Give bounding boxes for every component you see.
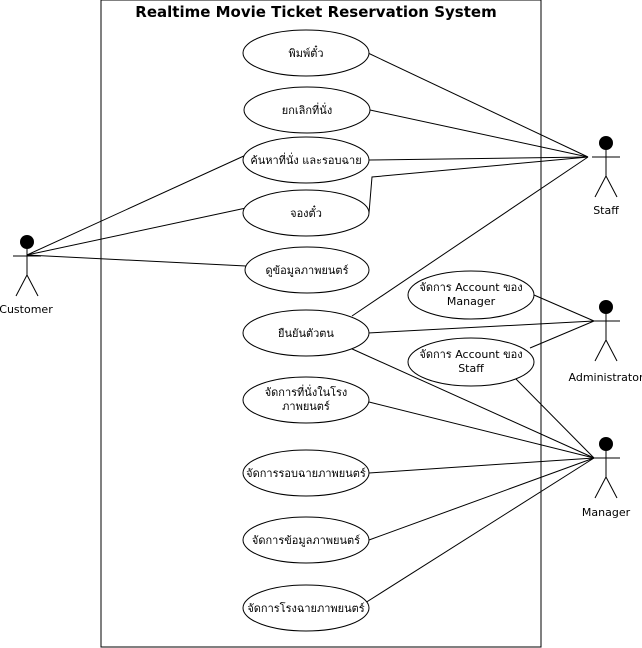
use-case-label-line1: จัดการ Account ของ — [419, 348, 522, 361]
actor-manager: Manager — [582, 437, 631, 519]
use-case-manage-showtimes: จัดการรอบฉายภาพยนตร์ — [242, 449, 370, 497]
assoc-manager-verify — [349, 347, 595, 459]
use-case-manage-theaters: จัดการโรงฉายภาพยนตร์ — [242, 584, 370, 632]
actor-label: Staff — [593, 204, 619, 217]
assoc-staff-book — [368, 156, 589, 214]
use-case-verify-identity: ยืนยันตัวตน — [242, 309, 370, 357]
use-case-label-line1: จัดการที่นั่งในโรง — [265, 384, 348, 399]
stick-figure-icon — [592, 136, 620, 198]
assoc-manager-showtimes — [368, 457, 595, 474]
use-case-label: ค้นหาที่นั่ง และรอบฉาย — [250, 152, 361, 167]
assoc-manager-movies — [368, 457, 595, 541]
actor-customer: Customer — [0, 235, 53, 316]
use-case-label: จัดการรอบฉายภาพยนตร์ — [246, 467, 366, 480]
use-case-label: จัดการโรงฉายภาพยนตร์ — [247, 601, 364, 615]
use-case-label: จองตั๋ว — [290, 204, 322, 220]
use-case-label: พิมพ์ตั๋ว — [288, 44, 323, 60]
assoc-staff-verify — [351, 156, 589, 317]
use-case-print-ticket: พิมพ์ตั๋ว — [242, 29, 370, 77]
use-case-manage-seats: จัดการที่นั่งในโรง ภาพยนตร์ — [242, 376, 370, 424]
use-case-search-seat: ค้นหาที่นั่ง และรอบฉาย — [242, 136, 370, 184]
use-case-label: ยกเลิกที่นั่ง — [282, 102, 332, 117]
use-case-manage-movies: จัดการข้อมูลภาพยนตร์ — [242, 516, 370, 564]
use-case-label: ดูข้อมูลภาพยนตร์ — [266, 264, 349, 277]
actor-administrator: Administrator — [569, 300, 642, 384]
actor-label: Customer — [0, 303, 53, 316]
actor-label: Manager — [582, 506, 631, 519]
use-case-view-movie: ดูข้อมูลภาพยนตร์ — [244, 246, 370, 294]
use-case-label-line2: Manager — [447, 295, 496, 308]
use-case-manage-staff-account: จัดการ Account ของ Staff — [407, 337, 535, 387]
assoc-manager-staff-account — [513, 376, 595, 459]
associations — [26, 52, 595, 604]
stick-figure-icon — [13, 235, 41, 297]
assoc-staff-search — [368, 156, 589, 161]
use-case-label-line2: Staff — [458, 362, 484, 375]
stick-figure-icon — [592, 437, 620, 499]
assoc-staff-print — [367, 52, 589, 158]
actor-label: Administrator — [569, 371, 642, 384]
assoc-manager-theaters — [364, 457, 595, 604]
stick-figure-icon — [592, 300, 620, 362]
assoc-admin-staff-account — [529, 320, 595, 349]
assoc-customer-book — [26, 207, 247, 256]
use-case-label-line2: ภาพยนตร์ — [282, 400, 330, 413]
use-case-book-ticket: จองตั๋ว — [242, 189, 370, 237]
assoc-staff-cancel — [369, 109, 589, 158]
assoc-customer-search — [26, 154, 247, 256]
use-case-label: ยืนยันตัวตน — [278, 327, 334, 340]
system-title: Realtime Movie Ticket Reservation System — [135, 3, 496, 21]
use-case-label: จัดการข้อมูลภาพยนตร์ — [252, 534, 360, 547]
assoc-admin-verify — [367, 320, 595, 334]
use-case-label-line1: จัดการ Account ของ — [419, 281, 522, 294]
assoc-manager-seats — [368, 401, 595, 459]
actor-staff: Staff — [592, 136, 620, 217]
assoc-admin-manager-account — [533, 294, 595, 322]
use-case-manage-manager-account: จัดการ Account ของ Manager — [407, 270, 535, 320]
use-case-cancel-seat: ยกเลิกที่นั่ง — [243, 86, 371, 134]
assoc-customer-view — [26, 254, 247, 267]
